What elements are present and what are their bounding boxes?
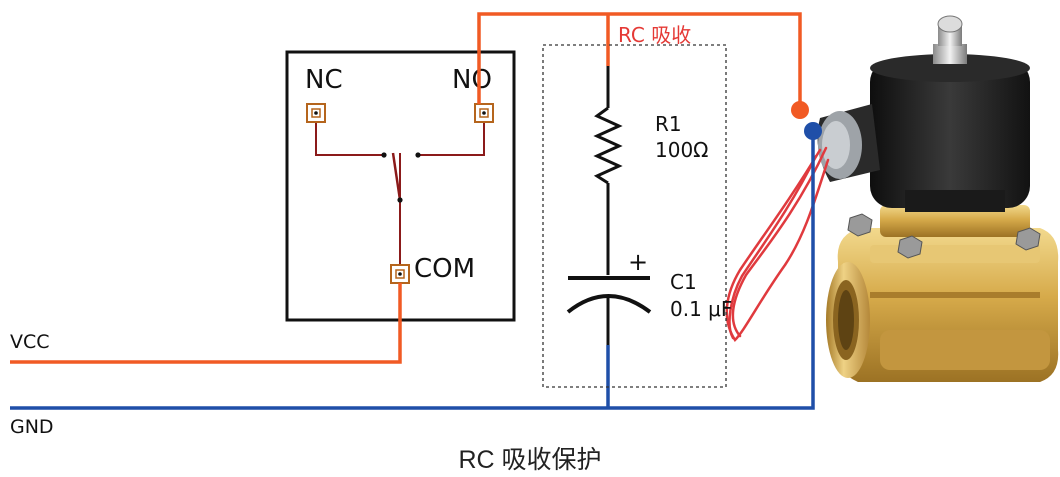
- rc-snubber-boundary: [542, 44, 727, 388]
- relay-terminal-nc: [306, 103, 326, 123]
- valve-terminal-gnd: [804, 122, 822, 140]
- vcc-label: VCC: [10, 331, 50, 353]
- relay-terminal-no: [474, 103, 494, 123]
- resistor-r1-symbol: [593, 106, 623, 185]
- relay-contact-nc-dot: [381, 152, 387, 158]
- valve-terminal-vcc: [791, 101, 809, 119]
- relay-switch-blade: [391, 152, 402, 201]
- relay-no-label: NO: [452, 65, 492, 95]
- capacitor-c1-value: 0.1 μF: [670, 297, 732, 321]
- relay-com-label: COM: [414, 254, 475, 284]
- capacitor-c1-polarity: +: [628, 248, 648, 276]
- capacitor-c1-name: C1: [670, 270, 697, 294]
- vcc-wire: [10, 12, 802, 364]
- relay-pivot-dot: [397, 197, 403, 203]
- diagram-caption: RC 吸收保护: [458, 446, 602, 474]
- gnd-wire: [10, 130, 815, 410]
- solenoid-valve-icon: [725, 15, 1059, 382]
- gnd-label: GND: [10, 416, 54, 438]
- relay-contact-traces: [315, 113, 485, 270]
- rc-snubber: RC 吸收 R1 100Ω + C1 0.1 μF: [542, 23, 732, 388]
- resistor-r1-name: R1: [655, 112, 682, 136]
- resistor-r1-value: 100Ω: [655, 138, 708, 162]
- relay-nc-label: NC: [305, 65, 343, 95]
- relay-contact-no-dot: [415, 152, 421, 158]
- relay-terminal-com: [390, 264, 410, 284]
- rc-snubber-label: RC 吸收: [618, 23, 691, 47]
